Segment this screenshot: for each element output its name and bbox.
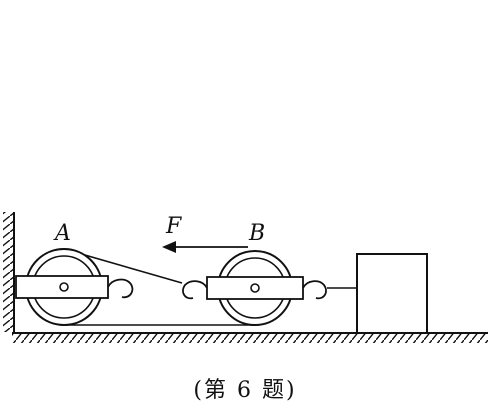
pulley-a-axle	[59, 282, 69, 292]
floor-hatching	[12, 334, 488, 343]
pulley-b-label: B	[248, 221, 265, 246]
pulley-a-label: A	[53, 221, 71, 246]
block	[356, 253, 428, 334]
pulley-b-right-hook	[302, 280, 327, 300]
wall	[3, 212, 15, 333]
pulley-b-left-hook	[182, 280, 208, 300]
pulley-a	[15, 248, 134, 326]
force-label: F	[165, 214, 182, 239]
wall-hatching	[3, 212, 13, 332]
pulley-a-hook	[107, 278, 134, 299]
floor	[12, 332, 488, 343]
figure-caption: (第 6 题)	[193, 378, 296, 403]
pulley-b-axle	[250, 283, 260, 293]
force-arrow-head	[162, 241, 176, 253]
force-arrow	[162, 241, 248, 253]
pulley-b	[182, 250, 327, 326]
